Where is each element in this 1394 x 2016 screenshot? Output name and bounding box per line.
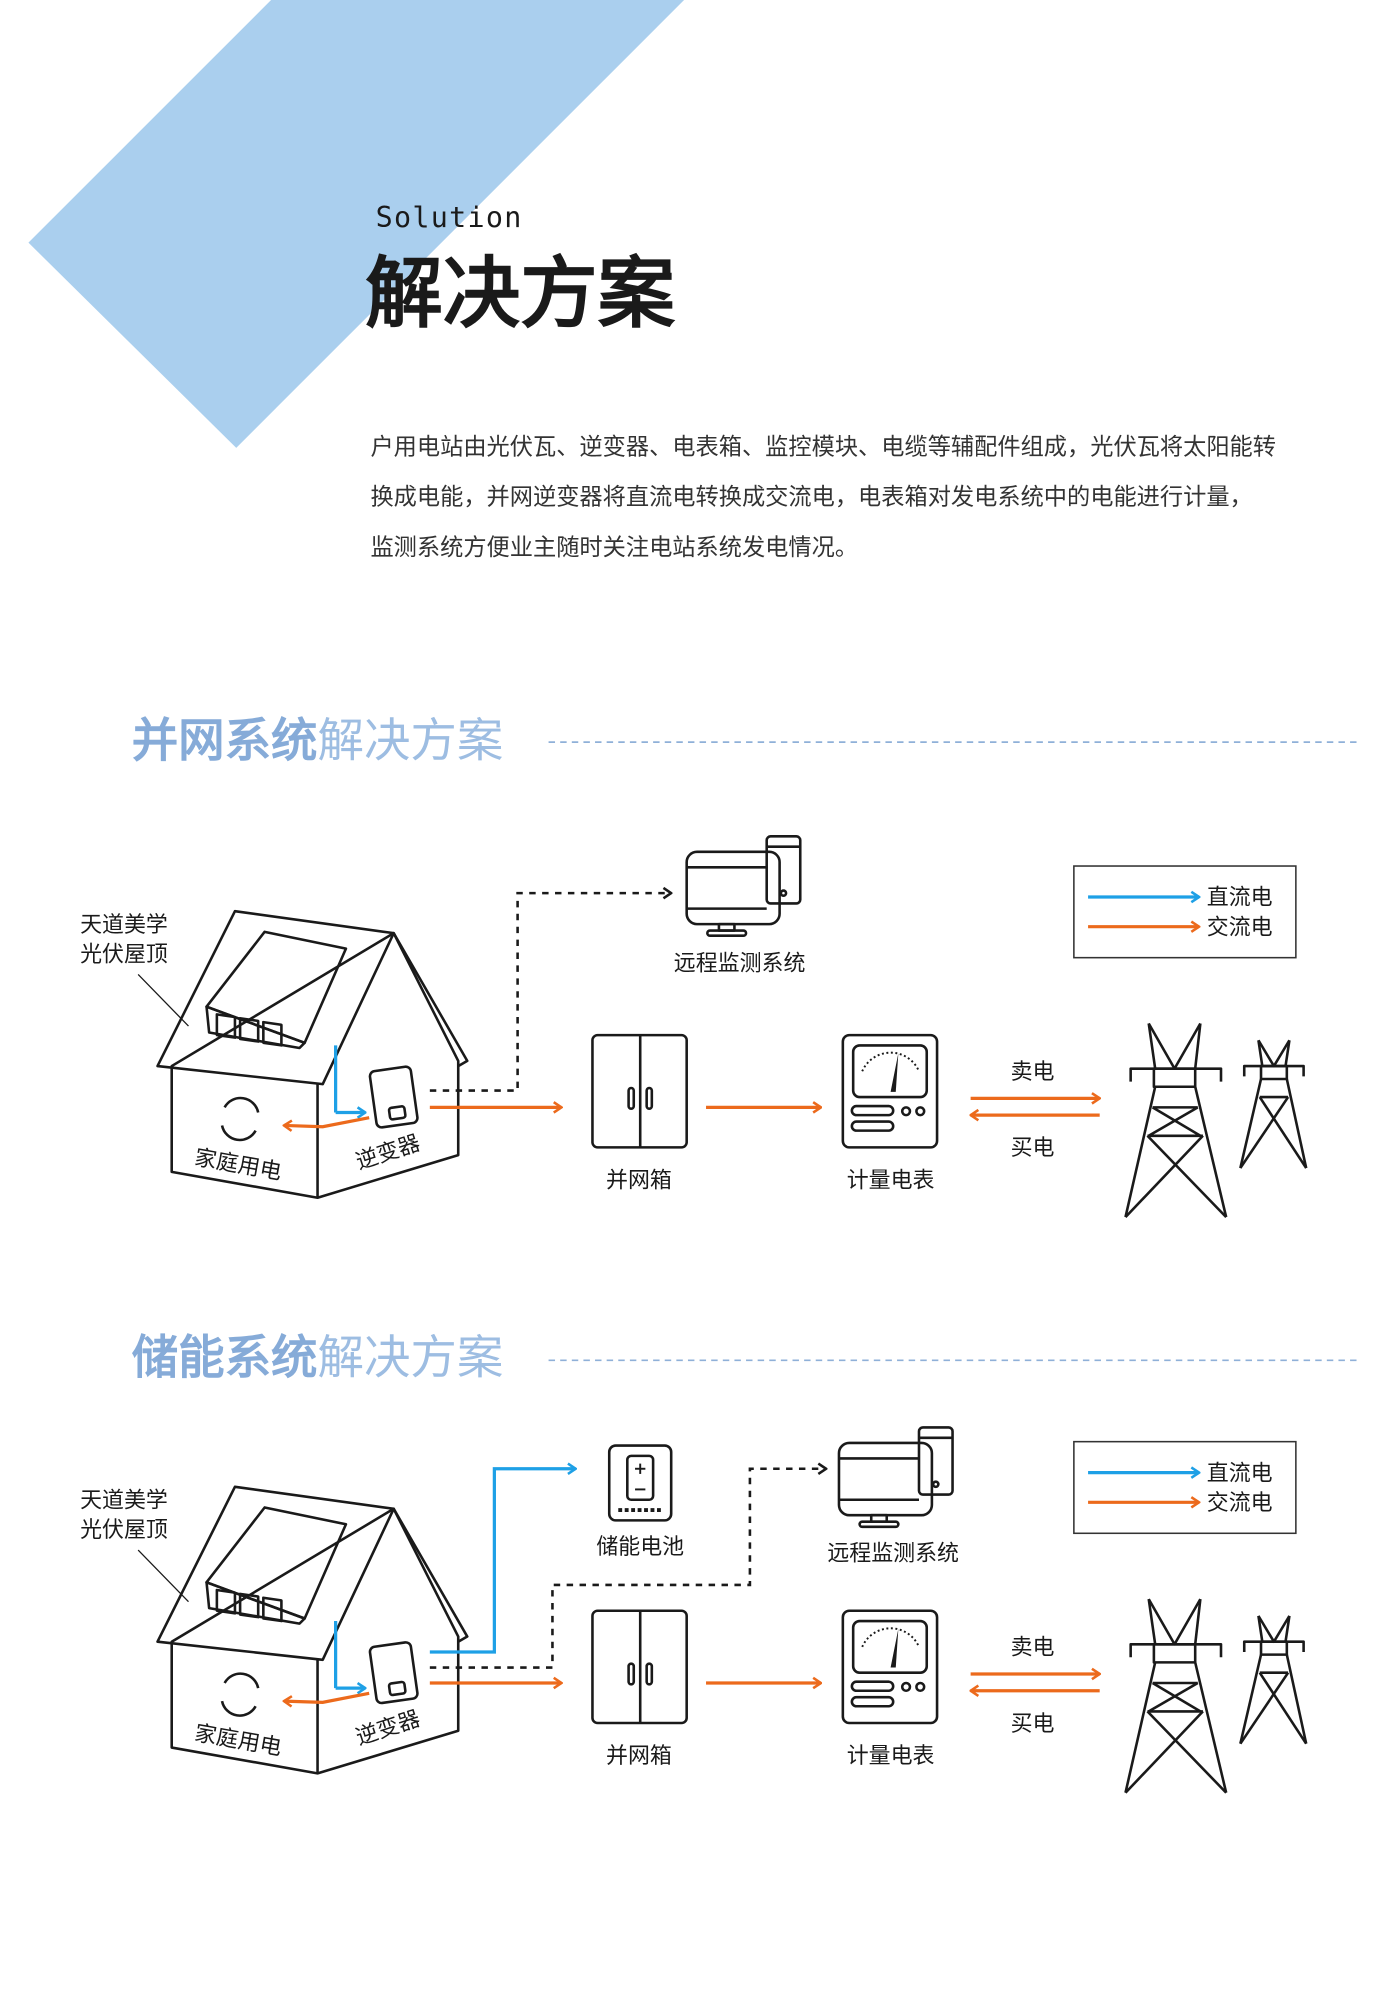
dc-to-battery <box>429 1469 576 1654</box>
battery-icon <box>607 1444 673 1522</box>
legend-ac: 交流电 <box>1207 915 1273 940</box>
cabinet-icon <box>591 1609 688 1725</box>
section-heading: 储能系统解决方案 <box>132 1330 504 1384</box>
monitoring-link <box>429 1469 826 1669</box>
intro-line: 换成电能，并网逆变器将直流电转换成交流电，电表箱对发电系统中的电能进行计量， <box>370 484 1252 511</box>
battery-label: 储能电池 <box>596 1535 684 1560</box>
storage-section: 储能系统解决方案 天道美学 光伏屋顶 家庭用电 逆变器 储能电池 远程监测系统 … <box>80 1330 1362 1795</box>
sell-label: 卖电 <box>1011 1636 1055 1661</box>
legend <box>1074 1442 1296 1534</box>
cabinet-label: 并网箱 <box>606 1168 672 1193</box>
legend-dc: 直流电 <box>1207 886 1273 911</box>
legend-dc: 直流电 <box>1207 1461 1273 1486</box>
monitor-icon <box>685 835 802 938</box>
roof-label: 光伏屋顶 <box>80 943 168 968</box>
buy-label: 买电 <box>1011 1712 1055 1737</box>
legend-ac: 交流电 <box>1207 1491 1273 1516</box>
buy-label: 买电 <box>1011 1136 1055 1161</box>
accent-diamond <box>28 0 685 448</box>
cabinet-icon <box>591 1033 688 1149</box>
power-tower-icon <box>1124 1597 1308 1795</box>
monitor-icon <box>837 1426 954 1529</box>
intro-line: 户用电站由光伏瓦、逆变器、电表箱、监控模块、电缆等辅配件组成，光伏瓦将太阳能转 <box>370 433 1276 460</box>
sell-label: 卖电 <box>1011 1060 1055 1085</box>
monitoring-link <box>429 893 671 1092</box>
intro-line: 监测系统方便业主随时关注电站系统发电情况。 <box>370 534 858 561</box>
subtitle: Solution <box>376 201 523 234</box>
monitor-label: 远程监测系统 <box>827 1541 959 1566</box>
grid-section: 并网系统解决方案 天道美学 光伏屋顶 家庭用电 逆变器 远程监测系统 并网箱 计… <box>80 713 1362 1219</box>
roof-label: 光伏屋顶 <box>80 1518 168 1543</box>
page-title: 解决方案 <box>365 248 675 339</box>
cabinet-label: 并网箱 <box>606 1744 672 1769</box>
meter-label: 计量电表 <box>847 1744 935 1769</box>
meter-icon <box>841 1609 939 1725</box>
home-label: 家庭用电 <box>193 1721 284 1761</box>
roof-label: 天道美学 <box>80 1488 168 1513</box>
section-heading: 并网系统解决方案 <box>132 713 504 767</box>
ac-arrows <box>430 1674 1100 1691</box>
meter-icon <box>841 1033 939 1149</box>
home-label: 家庭用电 <box>193 1145 284 1185</box>
roof-label: 天道美学 <box>80 913 168 938</box>
power-tower-icon <box>1124 1022 1308 1219</box>
meter-label: 计量电表 <box>847 1168 935 1193</box>
ac-arrows <box>430 1098 1100 1115</box>
legend <box>1074 866 1296 958</box>
monitor-label: 远程监测系统 <box>674 952 806 977</box>
